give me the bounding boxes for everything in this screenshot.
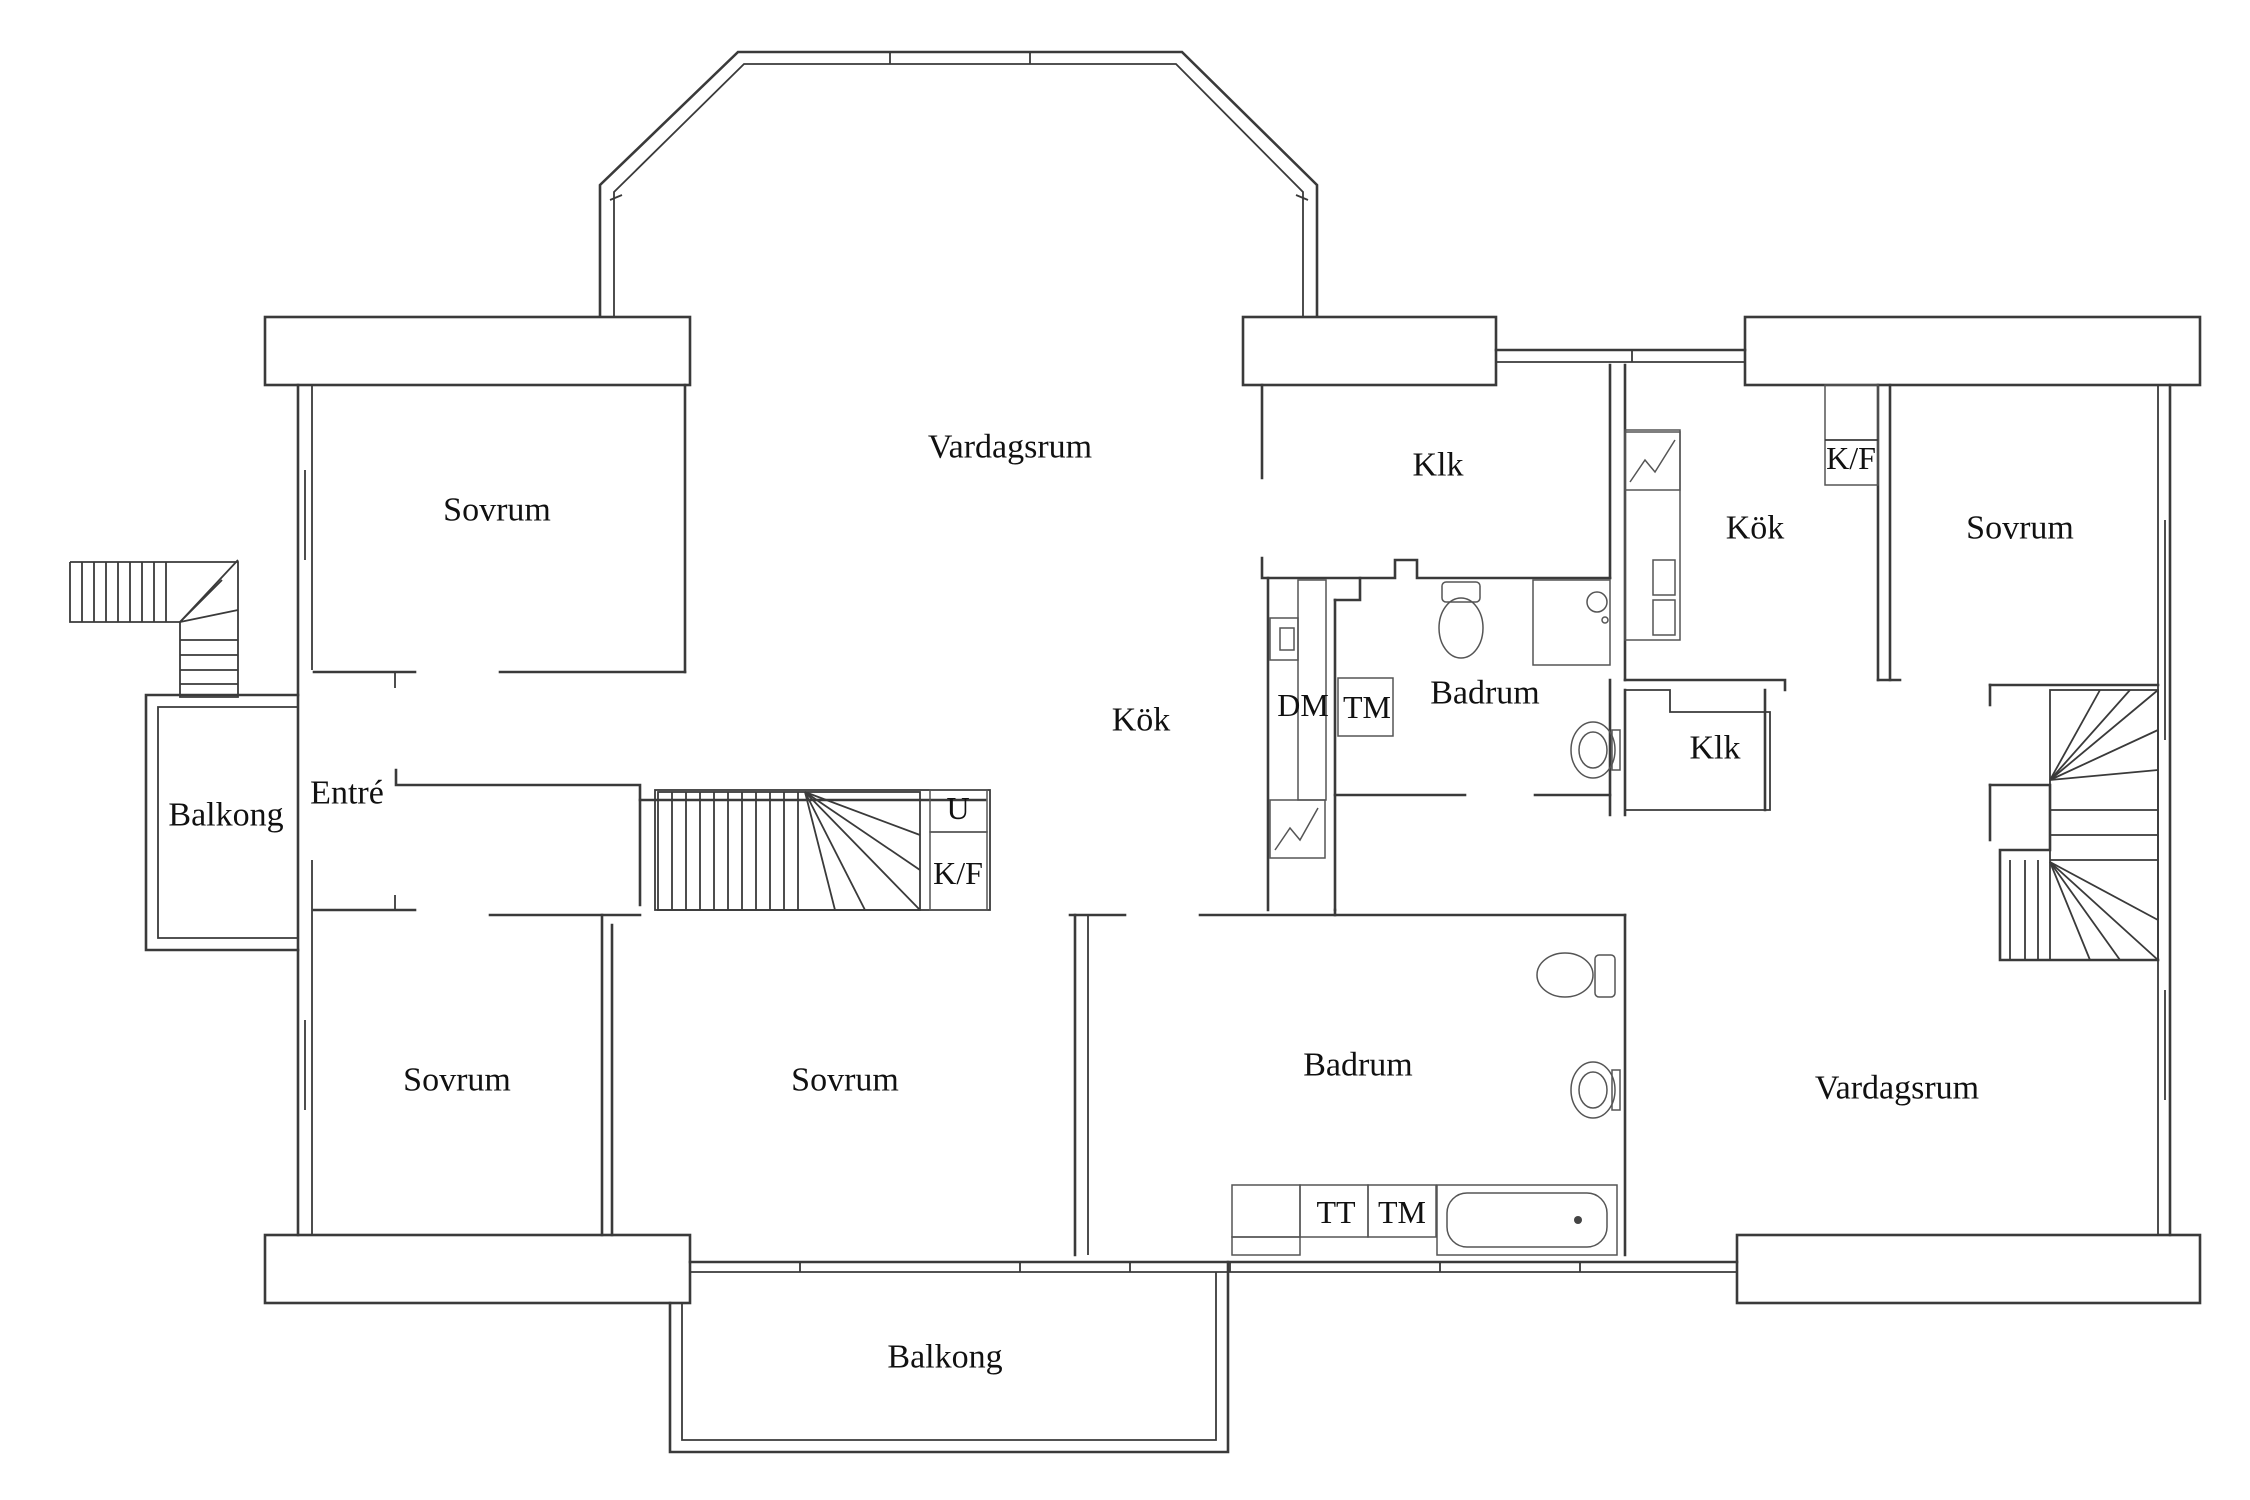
toilet-lower-icon bbox=[1536, 952, 1616, 998]
exterior-walls bbox=[296, 383, 2172, 1273]
room-label-klk-top: Klk bbox=[1413, 447, 1464, 484]
appliance-label-tm-bottom: TM bbox=[1378, 1194, 1426, 1230]
interior-walls-west bbox=[312, 383, 1127, 1257]
appliance-labels: U K/F DM TM K/F TT TM bbox=[933, 440, 1876, 1230]
shower-icon bbox=[1532, 579, 1611, 666]
top-window-right bbox=[1494, 348, 1747, 363]
appliance-label-dm: DM bbox=[1277, 687, 1329, 723]
sink-upper-icon bbox=[1570, 721, 1621, 779]
room-label-kok-east: Kök bbox=[1726, 510, 1785, 547]
room-label-vardagsrum-main: Vardagsrum bbox=[928, 429, 1092, 466]
interior-walls-center bbox=[1198, 363, 2160, 1257]
room-label-sovrum-s: Sovrum bbox=[791, 1062, 899, 1099]
appliance-label-tm-top: TM bbox=[1343, 689, 1391, 725]
wall-block-nw bbox=[263, 315, 692, 387]
appliance-label-tt: TT bbox=[1316, 1194, 1356, 1230]
room-labels: Vardagsrum Sovrum Balkong Entré Kök Klk … bbox=[168, 429, 2073, 1376]
room-label-kok-main: Kök bbox=[1112, 702, 1171, 739]
appliance-label-u: U bbox=[946, 790, 969, 826]
wall-block-sw bbox=[263, 1233, 692, 1305]
room-label-sovrum-sw: Sovrum bbox=[403, 1062, 511, 1099]
east-stair bbox=[2009, 689, 2159, 961]
fixtures bbox=[1231, 431, 1681, 1256]
appliance-label-kf-east: K/F bbox=[1826, 440, 1876, 476]
room-label-badrum-top: Badrum bbox=[1430, 675, 1540, 712]
room-label-sovrum-nw: Sovrum bbox=[443, 492, 551, 529]
balcony-west bbox=[144, 693, 300, 952]
wall-block-se bbox=[1735, 1233, 2202, 1305]
room-label-balkong-w: Balkong bbox=[168, 797, 283, 834]
bathtub-icon bbox=[1436, 1184, 1618, 1256]
room-label-sovrum-ne: Sovrum bbox=[1966, 510, 2074, 547]
central-stair bbox=[657, 789, 988, 911]
room-label-vardagsrum-east: Vardagsrum bbox=[1815, 1070, 1979, 1107]
room-label-klk-east: Klk bbox=[1690, 730, 1741, 767]
room-label-balkong-s: Balkong bbox=[887, 1339, 1002, 1376]
wall-block-ne bbox=[1743, 315, 2202, 387]
room-label-entre: Entré bbox=[310, 775, 384, 812]
wall-block-n-mid bbox=[1241, 315, 1498, 387]
exterior-stair-west bbox=[69, 559, 239, 698]
balcony-south bbox=[668, 1260, 1230, 1454]
bay-window bbox=[598, 50, 1319, 319]
appliance-label-kf-stair: K/F bbox=[933, 855, 983, 891]
toilet-upper-icon bbox=[1438, 581, 1484, 659]
room-label-badrum-south: Badrum bbox=[1303, 1047, 1413, 1084]
sink-lower-icon bbox=[1570, 1061, 1621, 1119]
